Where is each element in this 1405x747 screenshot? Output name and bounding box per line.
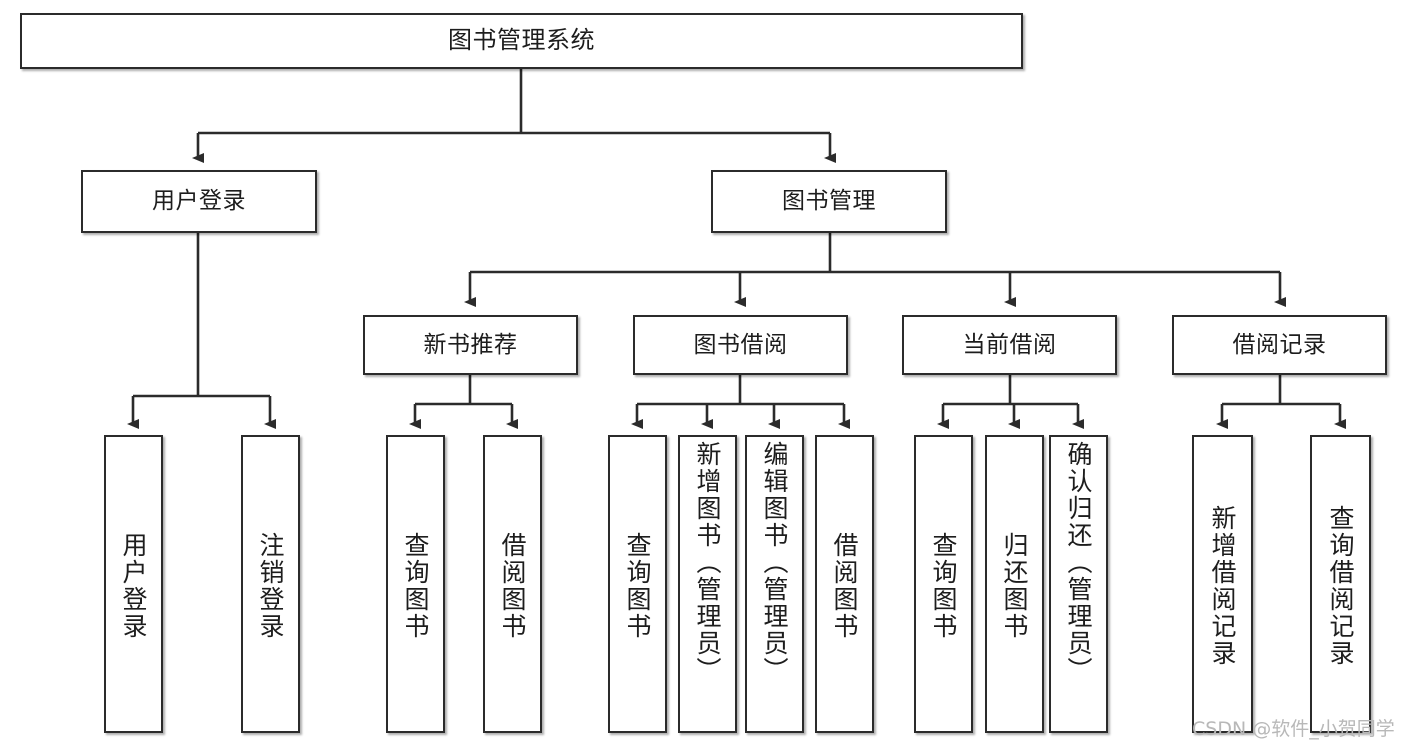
node-label: 图书借阅	[693, 331, 788, 358]
node-label: 新增图书（管理员）	[693, 441, 722, 684]
leaf-new-book-borrow-book[interactable]: 借阅图书	[483, 435, 542, 733]
node-label: 查询图书	[623, 532, 652, 640]
node-label: 借阅图书	[830, 532, 859, 640]
leaf-current-borrow-query-book[interactable]: 查询图书	[914, 435, 973, 733]
leaf-book-borrow-add-book-admin[interactable]: 新增图书（管理员）	[678, 435, 737, 733]
leaf-current-borrow-return-book[interactable]: 归还图书	[985, 435, 1044, 733]
node-user-login[interactable]: 用户登录	[81, 170, 317, 233]
node-label: 归还图书	[1000, 532, 1029, 640]
node-label: 图书管理	[782, 188, 876, 215]
node-label: 用户登录	[152, 188, 246, 215]
node-label: 新增借阅记录	[1208, 505, 1237, 667]
node-label: 新书推荐	[423, 331, 518, 358]
node-label: 当前借阅	[962, 331, 1057, 358]
node-label: 确认归还（管理员）	[1064, 441, 1093, 684]
leaf-user-login-login[interactable]: 用户登录	[104, 435, 163, 733]
node-label: 编辑图书（管理员）	[760, 441, 789, 684]
leaf-current-borrow-confirm-return-admin[interactable]: 确认归还（管理员）	[1049, 435, 1108, 733]
csdn-watermark: CSDN @软件_小贺同学	[1192, 718, 1395, 740]
node-book-borrow[interactable]: 图书借阅	[633, 315, 848, 375]
node-label: 查询借阅记录	[1326, 505, 1355, 667]
node-label: 查询图书	[401, 532, 430, 640]
node-label: 借阅图书	[498, 532, 527, 640]
node-label: 用户登录	[119, 532, 148, 640]
leaf-borrow-record-add-record[interactable]: 新增借阅记录	[1192, 435, 1253, 733]
node-label: 注销登录	[256, 532, 285, 640]
leaf-book-borrow-edit-book-admin[interactable]: 编辑图书（管理员）	[745, 435, 804, 733]
node-root-book-management-system[interactable]: 图书管理系统	[20, 13, 1023, 69]
node-label: 查询图书	[929, 532, 958, 640]
node-current-borrow[interactable]: 当前借阅	[902, 315, 1117, 375]
leaf-user-login-logout[interactable]: 注销登录	[241, 435, 300, 733]
node-new-book-recommend[interactable]: 新书推荐	[363, 315, 578, 375]
leaf-book-borrow-borrow-book[interactable]: 借阅图书	[815, 435, 874, 733]
leaf-borrow-record-query-record[interactable]: 查询借阅记录	[1310, 435, 1371, 733]
node-label: 借阅记录	[1232, 331, 1327, 358]
node-borrow-record[interactable]: 借阅记录	[1172, 315, 1387, 375]
node-book-management[interactable]: 图书管理	[711, 170, 947, 233]
leaf-book-borrow-query-book[interactable]: 查询图书	[608, 435, 667, 733]
node-label: 图书管理系统	[448, 26, 595, 55]
leaf-new-book-query-book[interactable]: 查询图书	[386, 435, 445, 733]
